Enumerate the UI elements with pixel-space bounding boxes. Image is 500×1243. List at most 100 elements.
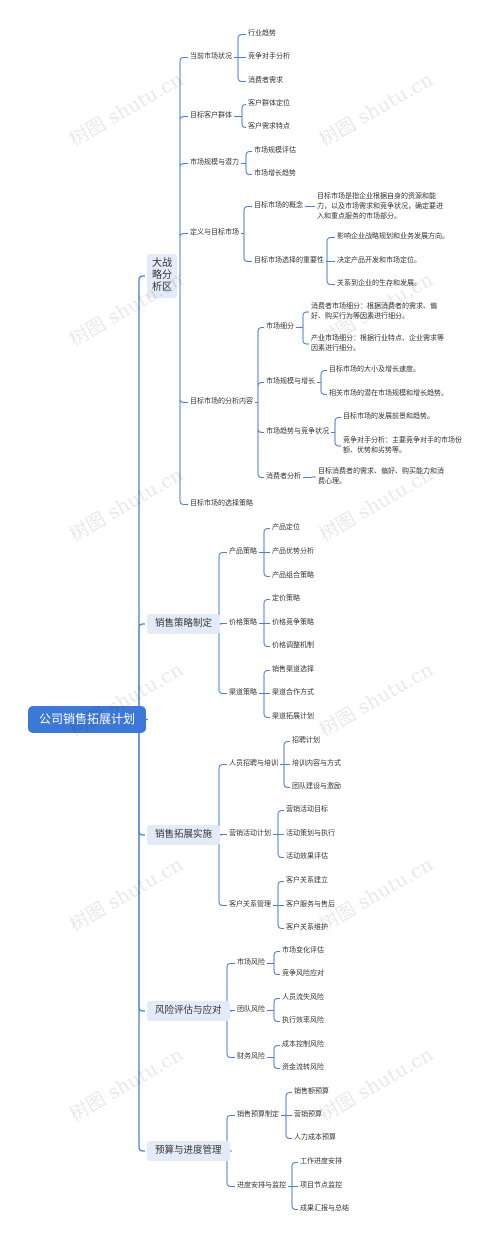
topic-market-status[interactable]: 当前市场状况 [190,53,232,60]
connector-line [245,163,252,175]
leaf-team-risk-2[interactable]: 执行效率风险 [282,1017,324,1024]
connector-line [179,163,188,276]
leaf-schedule-2[interactable]: 项目节点监控 [300,1182,342,1189]
leaf-market-growth[interactable]: 市场增长趋势 [254,170,296,177]
topic-crm[interactable]: 客户关系管理 [229,901,271,908]
leaf-marketing-2[interactable]: 活动策划与执行 [286,830,335,837]
leaf-trend-2[interactable]: 竞争对手分析：主要竞争对手的市场份额、优势和劣势等。 [343,437,462,454]
connector-line [334,432,341,447]
topic-product-strategy[interactable]: 产品策略 [229,548,257,555]
connector-line [226,1115,235,1151]
leaf-importance-3[interactable]: 关系到企业的生存和发展。 [337,280,421,287]
connector-line [302,311,309,328]
leaf-competitor-analysis[interactable]: 竞争对手分析 [248,53,290,60]
connector-line [241,104,247,117]
leaf-marketing-1[interactable]: 营销活动目标 [286,806,328,813]
leaf-marketing-3[interactable]: 活动效果评估 [286,853,328,860]
leaf-consumer-segment[interactable]: 消费者市场细分：根据消费者的需求、偏好、购买行为等因素进行细分。 [311,303,437,320]
topic-consumer-analysis[interactable]: 消费者分析 [266,473,301,480]
branch-risk[interactable]: 风险评估与应对 [147,1001,230,1021]
connector-line [273,1010,280,1022]
topic-channel-strategy[interactable]: 渠道策略 [229,689,257,696]
leaf-consumer-analysis[interactable]: 目标消费者的需求、偏好、购买能力和消费心理。 [318,468,444,485]
topic-team-risk[interactable]: 团队风险 [237,1006,265,1013]
leaf-channel-3[interactable]: 渠道拓展计划 [272,713,314,720]
leaf-scale-2[interactable]: 相关市场的潜在市场规模和增长趋势。 [329,390,448,397]
leaf-concept-text[interactable]: 目标市场是指企业根据自身的资源和能力，以及市场需求和竞争状况，确定要进入和重点服… [317,193,443,220]
connector-line [277,810,284,835]
leaf-finance-risk-1[interactable]: 成本控制风险 [282,1041,324,1048]
topic-price-strategy[interactable]: 价格策略 [229,619,257,626]
topic-marketing-plan[interactable]: 营销活动计划 [229,830,271,837]
topic-schedule[interactable]: 进度安排与监控 [237,1182,286,1189]
topic-importance[interactable]: 目标市场选择的重要性 [254,257,324,264]
leaf-crm-2[interactable]: 客户服务与售后 [286,901,335,908]
leaf-price-3[interactable]: 价格调整机制 [272,642,314,649]
leaf-market-size-eval[interactable]: 市场规模评估 [254,147,296,154]
leaf-channel-1[interactable]: 销售渠道选择 [272,666,314,673]
leaf-market-risk-1[interactable]: 市场变化评估 [282,947,324,954]
topic-target-concept[interactable]: 目标市场的概念 [254,202,303,209]
leaf-finance-risk-2[interactable]: 资金流转风险 [282,1064,324,1071]
connector-line [218,624,227,694]
connector-line [245,151,252,164]
leaf-budget-1[interactable]: 销售额预算 [294,1088,329,1095]
leaf-scale-1[interactable]: 目标市场的大小及增长速度。 [329,366,420,373]
topic-staff-training[interactable]: 人员招聘与培训 [229,760,278,767]
root-topic[interactable]: 公司销售拓展计划 [28,706,147,733]
connector-line [277,834,284,858]
connector-line [179,276,188,505]
leaf-product-1[interactable]: 产品定位 [272,524,300,531]
leaf-customer-needs[interactable]: 客户需求特点 [248,123,290,130]
connector-line [320,370,327,383]
connector-line [263,552,270,577]
connector-line [237,57,246,82]
connector-line [179,233,188,276]
topic-scale-growth[interactable]: 市场规模与增长 [266,378,315,385]
leaf-crm-3[interactable]: 客户关系维护 [286,924,328,931]
topic-analysis-content[interactable]: 目标市场的分析内容 [190,398,253,405]
leaf-trend-1[interactable]: 目标市场的发展前景和趋势。 [343,413,434,420]
connector-line [179,276,188,403]
leaf-price-2[interactable]: 价格竞争策略 [272,619,314,626]
leaf-channel-2[interactable]: 渠道合作方式 [272,689,314,696]
leaf-importance-1[interactable]: 影响企业战略规划和业务发展方向。 [337,233,449,240]
topic-definition[interactable]: 定义与目标市场 [190,229,239,236]
leaf-budget-3[interactable]: 人力成本预算 [294,1134,336,1141]
leaf-team-risk-1[interactable]: 人员流失风险 [282,994,324,1001]
leaf-price-1[interactable]: 定价策略 [272,595,300,602]
leaf-product-2[interactable]: 产品优势分析 [272,548,314,555]
leaf-industry-trend[interactable]: 行业趋势 [248,30,276,37]
topic-market-size[interactable]: 市场规模与潜力 [190,159,239,166]
connector-line [285,1115,292,1139]
leaf-staff-1[interactable]: 招聘计划 [292,737,320,744]
branch-budget[interactable]: 预算与进度管理 [147,1141,230,1161]
topic-trend-competition[interactable]: 市场趋势与竞争状况 [266,428,329,435]
connector-line [237,34,246,58]
leaf-budget-2[interactable]: 营销预算 [294,1111,322,1118]
connector-line [334,417,341,433]
topic-finance-risk[interactable]: 财务风险 [237,1053,265,1060]
topic-segmentation[interactable]: 市场细分 [266,323,294,330]
connector-line [226,1151,235,1187]
leaf-customer-positioning[interactable]: 客户群体定位 [248,100,290,107]
leaf-staff-2[interactable]: 培训内容与方式 [292,760,341,767]
topic-budget[interactable]: 销售预算制定 [237,1111,279,1118]
leaf-importance-2[interactable]: 决定产品开发和市场定位。 [337,257,421,264]
leaf-schedule-1[interactable]: 工作进度安排 [300,1158,342,1165]
leaf-staff-3[interactable]: 团队建设与激励 [292,783,341,790]
branch-sales-strategy[interactable]: 销售策略制定 [147,614,221,634]
topic-selection-strategy[interactable]: 目标市场的选择策略 [190,500,253,507]
branch-strategic-analysis[interactable]: 大战略分析区 [147,254,177,298]
topic-target-customer[interactable]: 目标客户群体 [190,112,232,119]
leaf-consumer-demand[interactable]: 消费者需求 [248,77,283,84]
leaf-market-risk-2[interactable]: 竞争风险应对 [282,970,324,977]
connector-line [326,237,335,262]
branch-sales-execution[interactable]: 销售拓展实施 [147,825,221,845]
leaf-industry-segment[interactable]: 产业市场细分：根据行业特点、企业需求等因素进行细分。 [311,335,444,352]
leaf-schedule-3[interactable]: 成果汇报与总结 [300,1205,349,1212]
topic-market-risk[interactable]: 市场风险 [237,959,265,966]
leaf-product-3[interactable]: 产品组合策略 [272,572,314,579]
leaf-crm-1[interactable]: 客户关系建立 [286,877,328,884]
